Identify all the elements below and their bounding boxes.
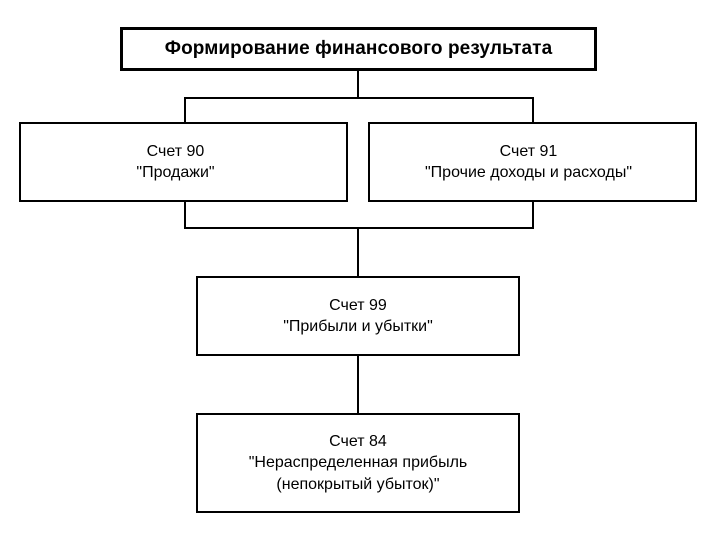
connector-merge-bar [185, 227, 533, 229]
node-account-84-line3: (непокрытый убыток)" [276, 475, 440, 493]
connector-to-acc99 [357, 227, 359, 277]
node-account-99: Счет 99 "Прибыли и убытки" [196, 276, 520, 356]
node-account-90-line1: Счет 90 [146, 142, 205, 160]
connector-split-bar-top [185, 97, 533, 99]
connector-from-acc90 [184, 201, 186, 229]
connector-from-acc91 [532, 201, 534, 229]
node-account-91-line2: "Прочие доходы и расходы" [424, 164, 632, 181]
node-account-91-line1: Счет 91 [499, 142, 558, 160]
connector-to-acc90 [184, 97, 186, 123]
node-account-99-line1: Счет 99 [329, 296, 387, 314]
node-title-financial-result: Формирование финансового результата [120, 27, 597, 71]
node-account-91: Счет 91 "Прочие доходы и расходы" [368, 122, 697, 202]
node-account-90: Счет 90 "Продажи" [19, 122, 348, 202]
connector-title-down [357, 70, 359, 99]
node-title-label: Формирование финансового результата [164, 38, 553, 60]
connector-acc99-to-acc84 [357, 355, 359, 414]
node-account-90-line2: "Продажи" [136, 164, 215, 181]
node-account-84: Счет 84 "Нераспределенная прибыль (непок… [196, 413, 520, 513]
node-account-99-line2: "Прибыли и убытки" [283, 318, 433, 335]
node-account-84-line1: Счет 84 [329, 433, 387, 451]
connector-to-acc91 [532, 97, 534, 123]
node-account-84-line2: "Нераспределенная прибыль [248, 454, 468, 472]
